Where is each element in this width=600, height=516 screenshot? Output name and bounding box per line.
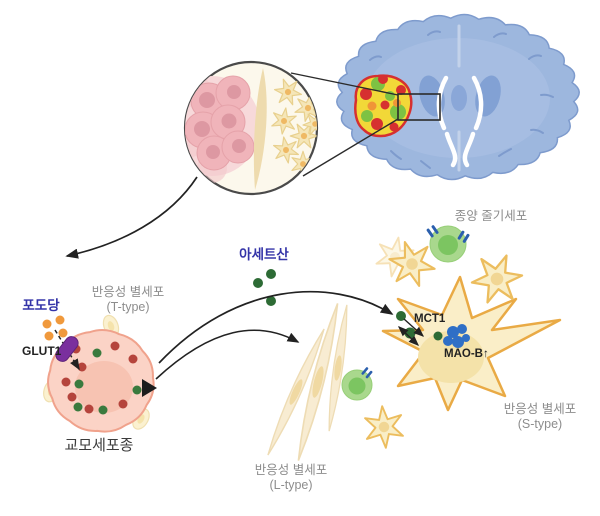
arrow-magnifier-to-cell xyxy=(65,176,198,259)
l-type-label-line1: 반응성 별세포 xyxy=(255,463,327,477)
s-type-label-line1: 반응성 별세포 xyxy=(504,402,576,416)
s-type-label-line2: (S-type) xyxy=(518,417,562,431)
glioblastoma-nucleus xyxy=(75,361,133,413)
magnified-divider-cell xyxy=(253,68,267,190)
l-type-label-line2: (L-type) xyxy=(269,478,312,492)
glut1-label: GLUT1 xyxy=(22,344,62,358)
glioblastoma-label: 교모세포종 xyxy=(64,437,133,454)
s-type-nucleus xyxy=(418,331,484,383)
stem-cell-label: 종양 줄기세포 xyxy=(455,209,527,223)
zoom-rectangle xyxy=(397,93,441,121)
stem-cell-top xyxy=(426,225,470,263)
maob-label: MAO-B↑ xyxy=(444,348,489,360)
stem-cell-bottom xyxy=(341,367,373,401)
magnifier-connector-lines xyxy=(290,72,399,177)
mct1-label: MCT1 xyxy=(414,313,446,325)
glucose-label: 포도당 xyxy=(22,297,60,313)
acetate-label: 아세트산 xyxy=(239,246,289,262)
maob-enzyme xyxy=(443,324,470,348)
glucose-dots xyxy=(42,315,68,341)
metabolite-dots-red xyxy=(61,341,138,414)
t-type-label-line2: (T-type) xyxy=(106,300,149,314)
l-type-astrocytes xyxy=(262,301,352,463)
acetate-dots xyxy=(253,269,276,306)
t-type-label-line1: 반응성 별세포 xyxy=(92,285,164,299)
metabolite-dots-green xyxy=(73,348,142,415)
mct1-arrows xyxy=(397,318,425,346)
arrow-to-l-type xyxy=(155,329,300,380)
tumor-heatmap xyxy=(354,74,413,138)
glioblastoma-cell xyxy=(47,329,157,433)
brain-ventricles xyxy=(436,75,484,168)
export-triangle xyxy=(142,379,157,397)
s-type-astrocyte xyxy=(381,275,562,412)
glut1-transporter xyxy=(55,336,79,362)
brain-illustration xyxy=(336,13,580,181)
arrow-to-s-type xyxy=(158,290,394,364)
